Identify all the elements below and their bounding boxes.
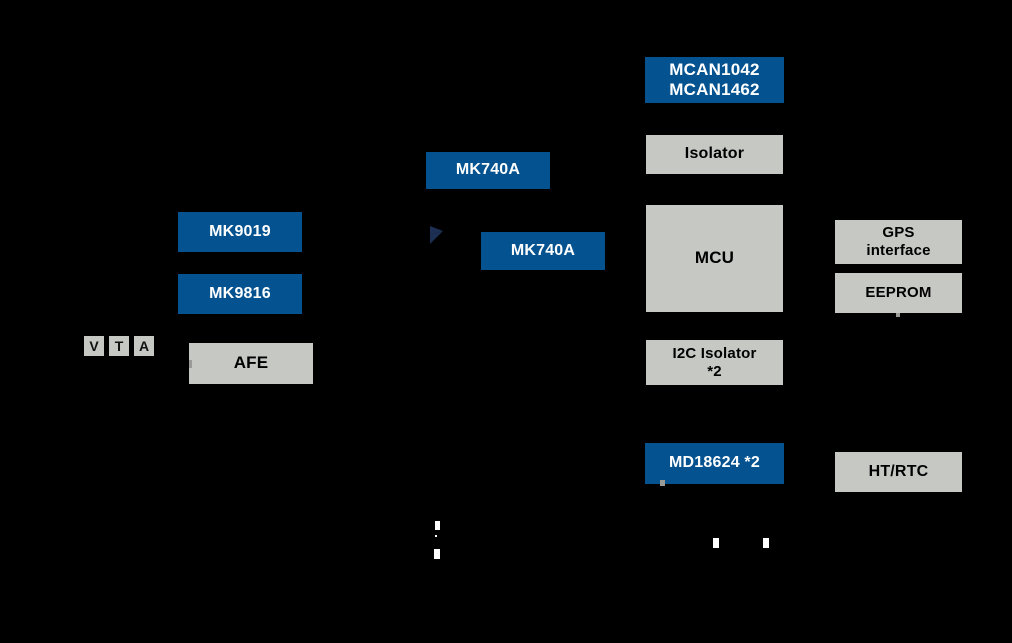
connector-nub-afe xyxy=(189,360,192,368)
block-mk9816[interactable]: MK9816 xyxy=(178,274,302,314)
label-fragment-2 xyxy=(435,535,437,537)
pin-v[interactable]: V xyxy=(84,336,104,356)
flow-arrow-icon xyxy=(430,226,446,244)
block-mcu[interactable]: MCU xyxy=(646,205,783,312)
block-mk740a-top[interactable]: MK740A xyxy=(426,152,550,189)
block-isolator[interactable]: Isolator xyxy=(646,135,783,174)
label-fragment-3 xyxy=(434,549,440,559)
block-mk9019[interactable]: MK9019 xyxy=(178,212,302,252)
block-mcan[interactable]: MCAN1042 MCAN1462 xyxy=(645,57,784,103)
label-fragment-1 xyxy=(435,521,440,530)
label-fragment-5 xyxy=(763,538,769,548)
block-ht-rtc[interactable]: HT/RTC xyxy=(835,452,962,492)
label-fragment-4 xyxy=(713,538,719,548)
block-i2c-isolator[interactable]: I2C Isolator *2 xyxy=(646,340,783,385)
block-eeprom[interactable]: EEPROM xyxy=(835,273,962,313)
block-gps-interface[interactable]: GPS interface xyxy=(835,220,962,264)
block-mk740a-bottom[interactable]: MK740A xyxy=(481,232,605,270)
connector-nub-md18624 xyxy=(660,480,665,486)
pin-a[interactable]: A xyxy=(134,336,154,356)
block-md18624[interactable]: MD18624 *2 xyxy=(645,443,784,484)
block-afe[interactable]: AFE xyxy=(189,343,313,384)
pin-t[interactable]: T xyxy=(109,336,129,356)
connector-nub-eeprom xyxy=(896,313,900,317)
